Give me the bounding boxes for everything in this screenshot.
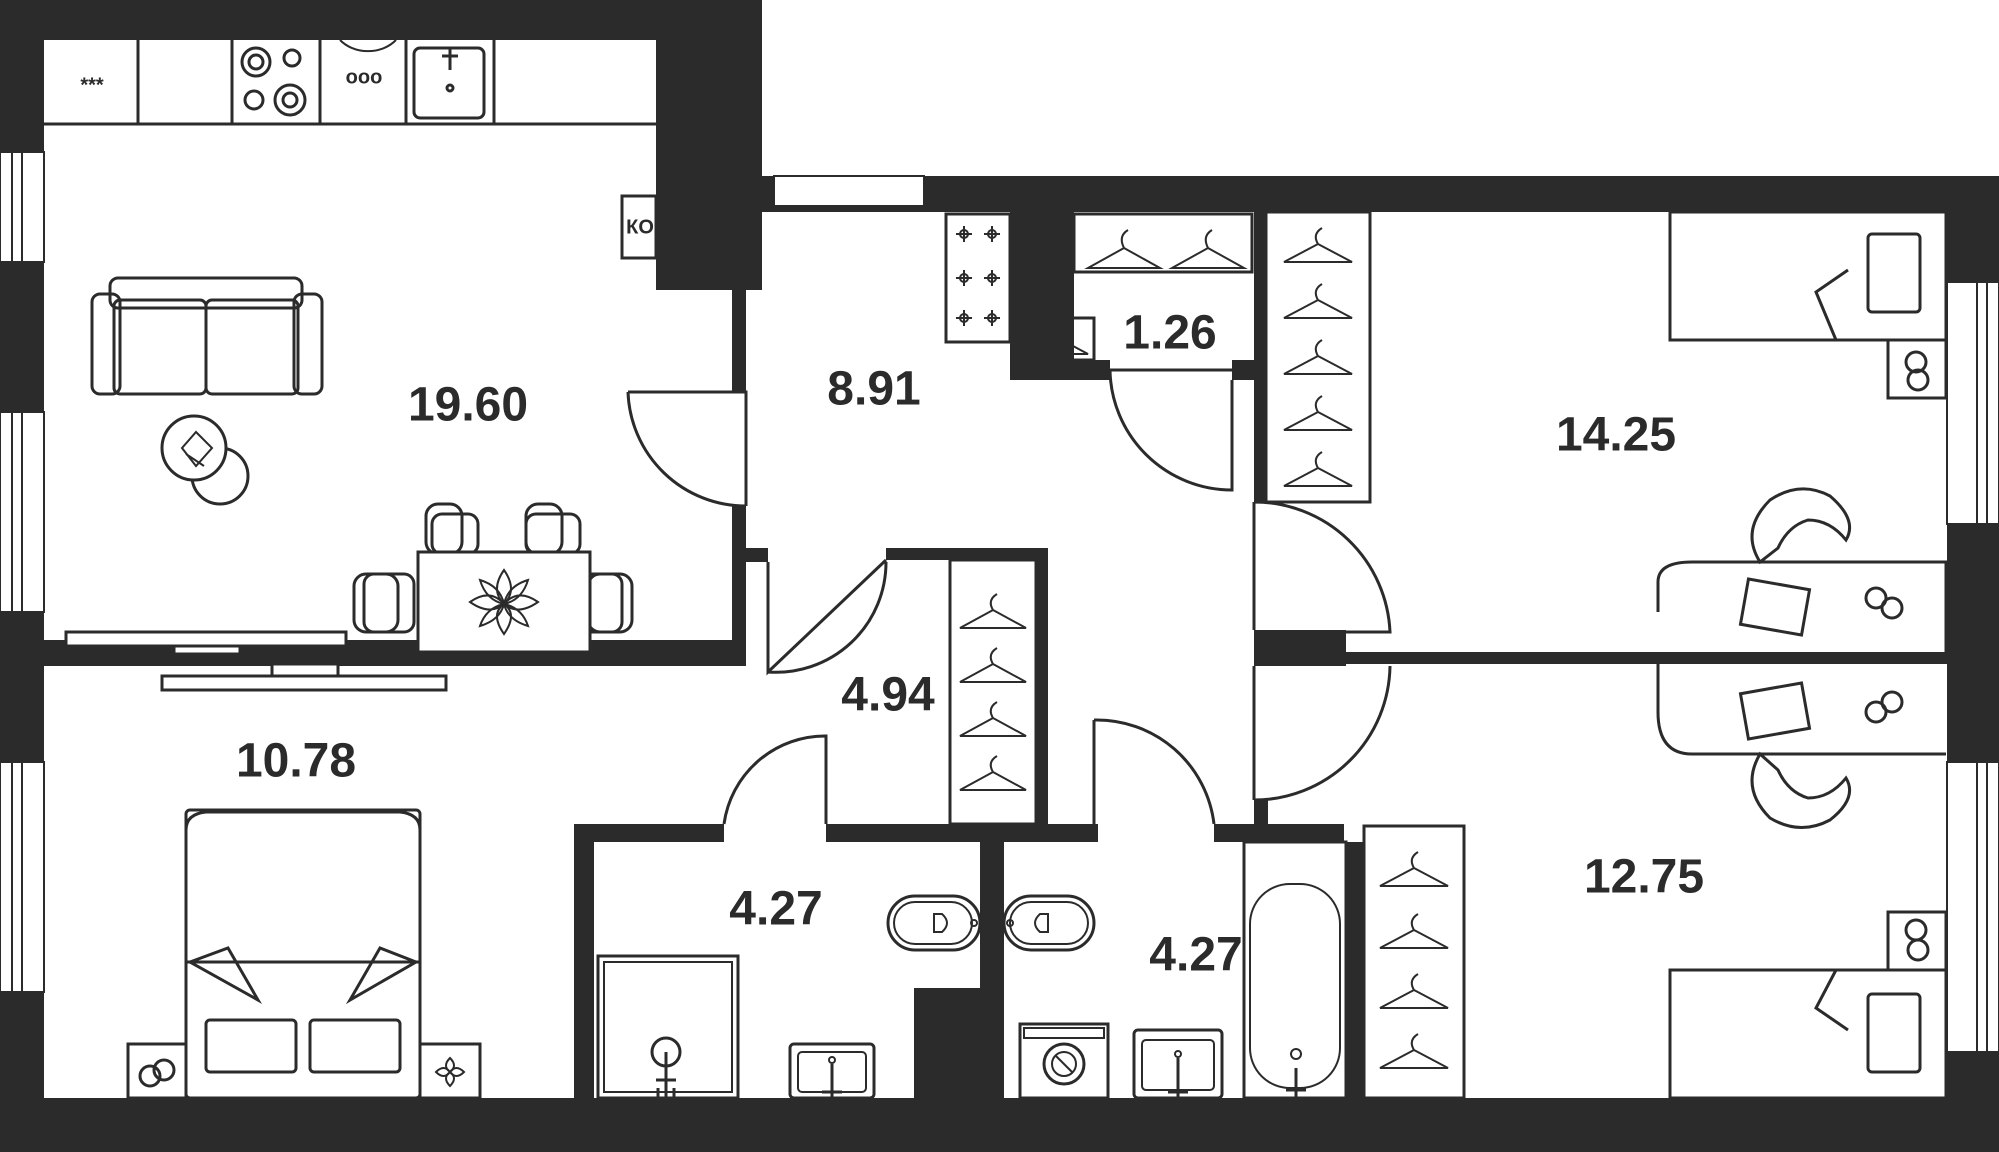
tv-icon [64, 630, 448, 692]
nightstand-left [126, 1042, 188, 1100]
area-hall: 8.91 [827, 363, 920, 416]
sofa-icon [90, 276, 324, 396]
stove-icon [240, 46, 307, 117]
nightstand-top-right [1886, 338, 1948, 400]
window-hall-top [773, 175, 925, 207]
area-bedroom-bottom-right: 12.75 [1584, 851, 1704, 904]
wardrobe-corridor [948, 558, 1038, 826]
single-bed-bottom-icon [1668, 968, 1948, 1100]
window-bedroom-left [0, 761, 45, 993]
single-bed-top-icon [1668, 210, 1948, 342]
toilet-right-icon [1002, 894, 1096, 952]
windows [0, 151, 1999, 1053]
fridge-label: *** [80, 74, 104, 96]
area-bathroom-right: 4.27 [1149, 929, 1242, 982]
kitchen-sink-icon [412, 46, 486, 120]
toilet-left-icon [886, 894, 982, 952]
sink-right-icon [1132, 1028, 1224, 1100]
shower-icon [596, 954, 740, 1100]
bathtub-icon [1242, 840, 1348, 1100]
area-bathroom-left: 4.27 [729, 883, 822, 936]
door-corridor [766, 558, 888, 676]
dishwasher-icon: ооо [339, 39, 397, 88]
svg-text:КО: КО [626, 216, 654, 238]
door-bedroom-bottom [1252, 665, 1392, 802]
window-kitchen-left [0, 151, 45, 263]
dining-table-icon [352, 502, 634, 654]
double-bed-icon [184, 808, 422, 1100]
nightstand-right [418, 1042, 482, 1100]
side-table-icon [160, 414, 250, 506]
washing-machine-icon [1018, 1022, 1110, 1100]
sink-left-icon [788, 1042, 876, 1100]
desk-top-icon [1656, 487, 1948, 652]
wardrobe-hall [1264, 210, 1372, 504]
window-living-left [0, 411, 45, 613]
nightstand-bottom-right [1886, 910, 1948, 972]
desk-bottom-icon [1656, 664, 1946, 830]
kitchen-counter: *** ооо [44, 39, 656, 126]
closet-hangers [1018, 212, 1254, 362]
wardrobe-bedroom-right [1362, 824, 1466, 1100]
area-bedroom-top-right: 14.25 [1556, 409, 1676, 462]
area-closet: 1.26 [1123, 307, 1216, 360]
area-living-kitchen: 19.60 [408, 379, 528, 432]
svg-text:ооо: ооо [346, 66, 383, 88]
doors [626, 368, 1392, 825]
area-corridor: 4.94 [841, 669, 935, 722]
shoe-rack-icon [944, 212, 1012, 344]
interior-walls [44, 40, 1948, 1098]
area-bedroom-main: 10.78 [236, 735, 356, 788]
door-bath-right [1092, 718, 1216, 825]
door-bedroom-top [1252, 500, 1392, 634]
window-bedroom-right-bottom [1946, 761, 1999, 1053]
window-bedroom-right-top [1946, 281, 1999, 525]
door-living [626, 390, 748, 508]
boiler-icon: КО [620, 194, 658, 260]
door-closet [1108, 368, 1234, 492]
door-bath-left [722, 734, 828, 825]
